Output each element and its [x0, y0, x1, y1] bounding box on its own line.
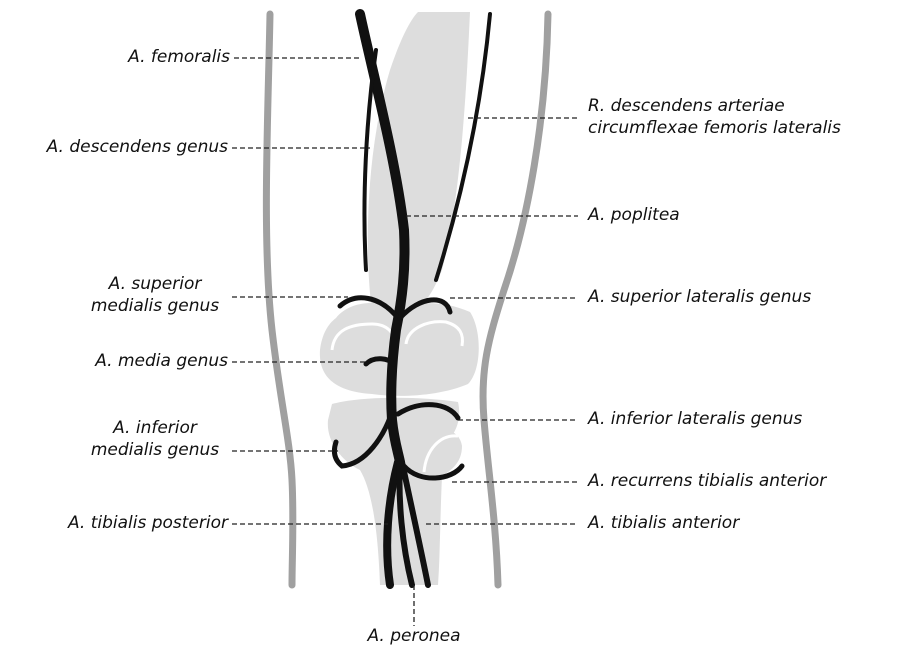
fibula	[421, 429, 462, 585]
label-a-recurrens-tibialis-anterior: A. recurrens tibialis anterior	[588, 471, 826, 491]
label-a-superior-lateralis-genus: A. superior lateralis genus	[588, 287, 811, 307]
label-a-inferior-lateralis-genus: A. inferior lateralis genus	[588, 409, 802, 429]
label-a-femoralis: A. femoralis	[128, 47, 230, 67]
label-a-tibialis-anterior: A. tibialis anterior	[588, 513, 739, 533]
femur-shaft	[368, 12, 470, 312]
label-a-tibialis-posterior: A. tibialis posterior	[68, 513, 228, 533]
label-a-descendens-genus: A. descendens genus	[47, 137, 228, 157]
label-a-superior-medialis-genus-line1: A. superior	[70, 274, 240, 294]
label-r-descendens-line2: circumflexae femoris lateralis	[588, 118, 841, 138]
label-a-media-genus: A. media genus	[95, 351, 228, 371]
label-a-inferior-medialis-genus-line2: medialis genus	[70, 440, 240, 460]
label-a-poplitea: A. poplitea	[588, 205, 680, 225]
leg-outline-medial	[266, 14, 293, 585]
label-a-peronea: A. peronea	[334, 626, 494, 646]
label-a-superior-medialis-genus-line2: medialis genus	[70, 296, 240, 316]
label-r-descendens-line1: R. descendens arteriae	[588, 96, 785, 116]
leg-outline-lateral	[483, 14, 548, 585]
label-a-inferior-medialis-genus-line1: A. inferior	[70, 418, 240, 438]
